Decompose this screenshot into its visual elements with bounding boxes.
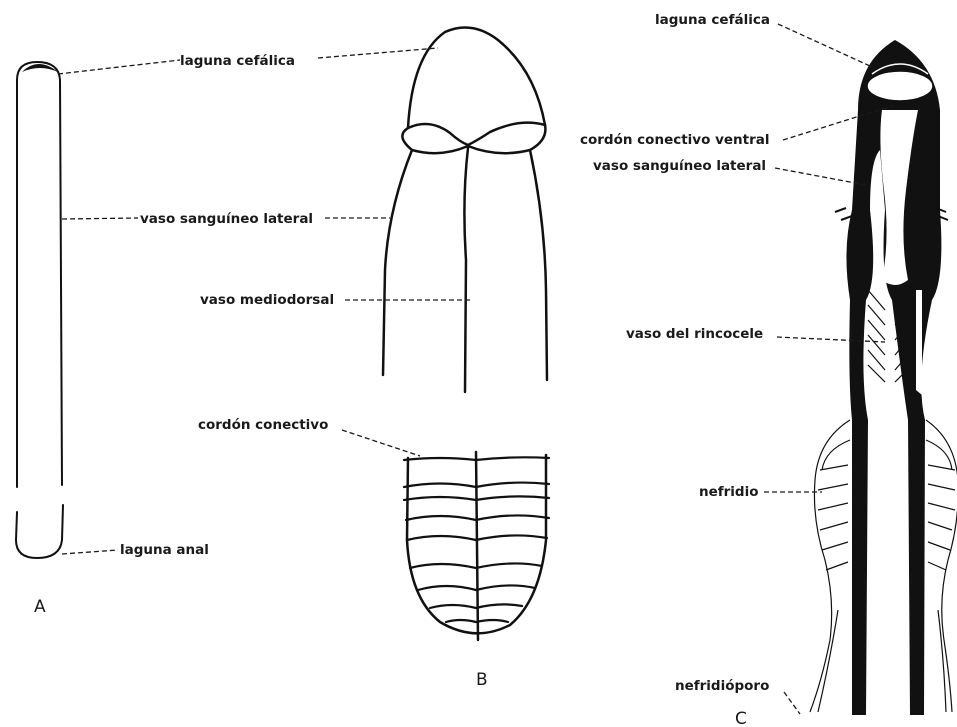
label-c-vaso-sanguineo-lateral: vaso sanguíneo lateral [593, 158, 766, 174]
label-c-nefridio: nefridio [699, 484, 759, 500]
label-c-vaso-del-rincocele: vaso del rincocele [626, 326, 763, 342]
label-c-laguna-cefalica: laguna cefálica [655, 12, 770, 28]
panel-b-mediodorsal-vessel [464, 148, 468, 392]
panel-a-outline-lower [16, 505, 63, 558]
panel-a-outline-upper [17, 62, 62, 485]
panel-letter-a: A [34, 597, 46, 617]
label-a-vaso-sanguineo-lateral: vaso sanguíneo lateral [140, 211, 313, 227]
panel-b-lateral-vessel-left [383, 150, 412, 375]
panel-a-worm [16, 62, 63, 558]
panel-b-lateral-vessel-right [530, 150, 547, 380]
panel-c-cephalic-lacuna [867, 71, 933, 101]
panel-b-commissure [402, 125, 545, 153]
label-c-cordon-conectivo-ventral: cordón conectivo ventral [580, 132, 770, 148]
panel-letter-c: C [735, 709, 747, 727]
panel-letter-b: B [476, 670, 488, 690]
label-c-nefridioporo: nefridióporo [675, 678, 769, 694]
panel-c-gap-right [916, 290, 922, 395]
label-b-cordon-conectivo: cordón conectivo [198, 417, 328, 433]
panel-c-worm [810, 40, 957, 715]
panel-c-nephridia-right [926, 420, 957, 712]
panel-c-nephridia-left [810, 420, 850, 712]
label-a-laguna-anal: laguna anal [120, 542, 209, 558]
panel-b-anterior [383, 28, 547, 393]
panel-b-posterior-mediodorsal [476, 452, 478, 640]
label-a-laguna-cefalica: laguna cefálica [180, 53, 295, 69]
panel-b-posterior [404, 452, 549, 640]
label-b-vaso-mediodorsal: vaso mediodorsal [200, 292, 334, 308]
panel-b-lacuna-base [408, 123, 545, 145]
panel-b-cephalic-lacuna [408, 28, 545, 129]
